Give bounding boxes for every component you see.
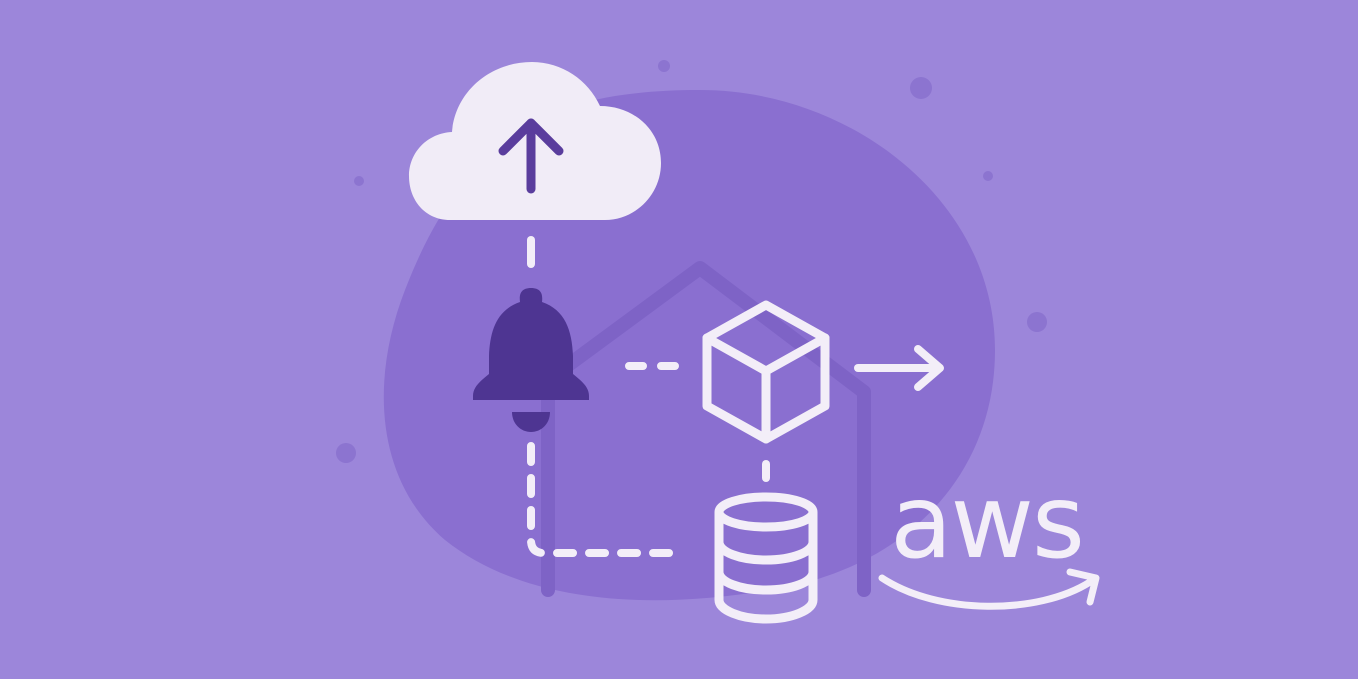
database-icon <box>714 492 818 624</box>
aws-wordmark-text: aws <box>890 463 1085 582</box>
connector-bell-database <box>527 442 682 557</box>
bell-icon <box>473 288 589 432</box>
house-silhouette <box>541 261 871 597</box>
aws-smile-icon <box>878 568 1100 610</box>
aws-logo: aws <box>868 468 1118 628</box>
arrow-right-icon <box>854 345 944 391</box>
cube-icon <box>702 300 830 444</box>
cloud-upload-icon <box>409 62 661 220</box>
